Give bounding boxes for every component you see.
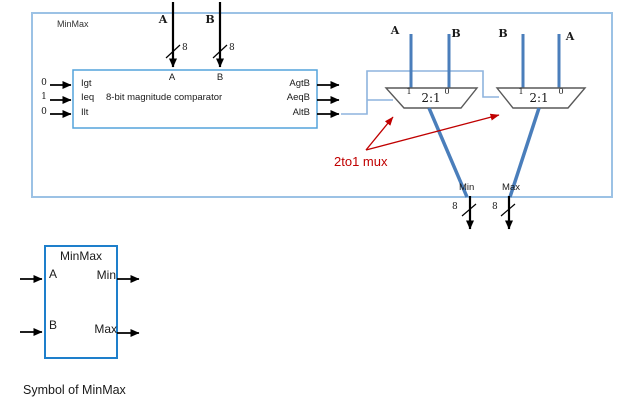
const-igt-value: 0 xyxy=(41,78,47,88)
min-bus-width: 8 xyxy=(452,202,458,212)
mux-right-shape xyxy=(495,87,587,109)
select-wire-altb xyxy=(341,70,499,115)
comparator-box xyxy=(72,69,318,129)
mux-left-shape xyxy=(384,87,479,109)
mux-right-sel1-label: 1 xyxy=(518,87,524,96)
symbol-title: MinMax xyxy=(59,249,103,263)
symbol-port-a: A xyxy=(49,267,58,281)
annotation-arrow-right-mux xyxy=(365,113,500,151)
mux-left-sel0-label: 0 xyxy=(444,87,450,96)
mux-left-sel1-label: 1 xyxy=(406,87,412,96)
mux-left-in0-label: B xyxy=(451,27,461,40)
outer-box-title: MinMax xyxy=(57,19,89,29)
min-bus-slash xyxy=(461,203,477,217)
max-label: Max xyxy=(502,182,520,193)
comparator-pin-altb: AltB xyxy=(292,107,310,118)
comparator-title: 8-bit magnitude comparator xyxy=(106,92,223,103)
mux-left-name: 2:1 xyxy=(421,91,441,105)
bus-b-label: B xyxy=(205,13,215,26)
annotation-arrow-left-mux xyxy=(365,116,394,151)
outer-box xyxy=(31,12,613,198)
bus-b-width: 8 xyxy=(229,43,235,53)
annotation-2to1-mux: 2to1 mux xyxy=(334,154,388,169)
bus-b-slash xyxy=(212,44,228,59)
min-label: Min xyxy=(459,182,475,193)
mux-left-out-wire xyxy=(427,107,469,198)
comparator-pin-ieq: Ieq xyxy=(81,92,95,103)
mux-right-name: 2:1 xyxy=(529,91,549,105)
const-ieq-value: 1 xyxy=(41,92,47,102)
comparator-pin-aeqb: AeqB xyxy=(286,92,310,103)
mux-right-in1-label: B xyxy=(498,27,508,40)
max-bus-width: 8 xyxy=(492,202,498,212)
comparator-port-a: A xyxy=(168,72,176,83)
symbol-port-b: B xyxy=(49,318,58,332)
bus-a-label: A xyxy=(158,13,168,26)
symbol-box xyxy=(44,245,118,359)
symbol-port-min: Min xyxy=(96,268,116,282)
max-bus-slash xyxy=(500,203,516,217)
symbol-caption: Symbol of MinMax xyxy=(23,383,126,397)
comparator-pin-agtb: AgtB xyxy=(289,78,310,89)
mux-right-out-wire xyxy=(508,107,541,198)
comparator-pin-igt: Igt xyxy=(81,78,92,89)
const-ilt-value: 0 xyxy=(41,107,47,117)
comparator-port-b: B xyxy=(216,72,224,83)
mux-left-in1-label: A xyxy=(390,24,400,37)
symbol-port-max: Max xyxy=(94,322,117,336)
mux-right-sel0-label: 0 xyxy=(558,87,564,96)
comparator-pin-ilt: Ilt xyxy=(81,107,89,118)
mux-right-in0-label: A xyxy=(565,30,575,43)
bus-a-slash xyxy=(165,44,181,59)
bus-a-width: 8 xyxy=(182,43,188,53)
